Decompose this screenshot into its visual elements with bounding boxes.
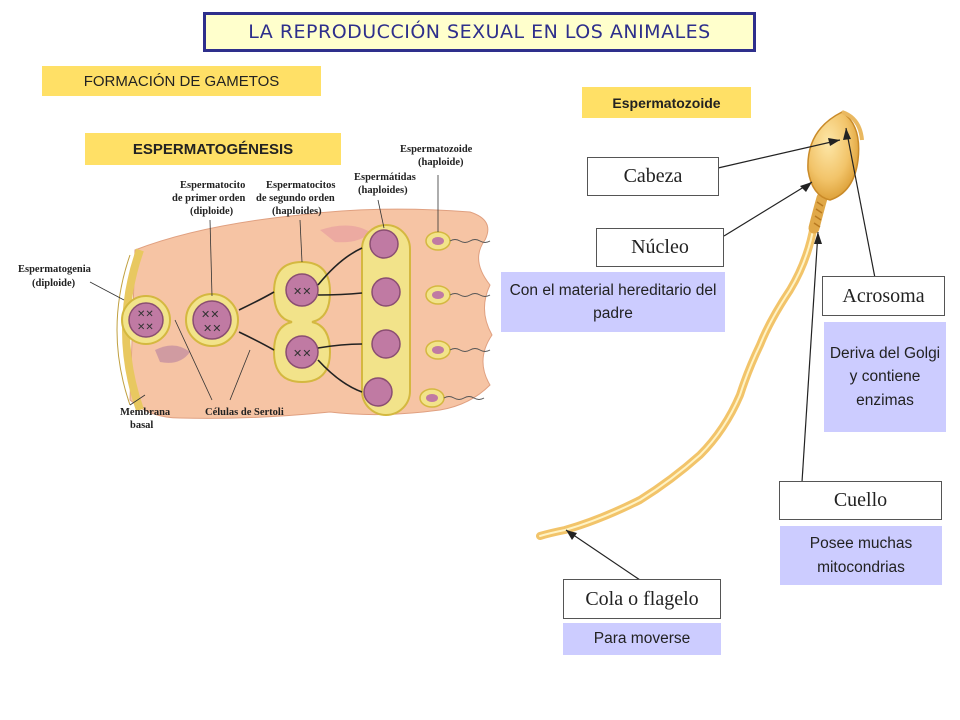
desc-nucleo: Con el material hereditario del padre <box>501 272 725 332</box>
sperm-neck <box>808 192 828 234</box>
desc-acrosoma: Deriva del Golgi y contiene enzimas <box>824 322 946 432</box>
svg-text:✕✕: ✕✕ <box>293 285 311 298</box>
desc-cola: Para moverse <box>563 623 721 655</box>
svg-text:✕✕: ✕✕ <box>203 322 221 335</box>
svg-text:✕✕: ✕✕ <box>293 347 311 360</box>
section-tag: FORMACIÓN DE GAMETOS <box>42 66 321 96</box>
label-cola: Cola o flagelo <box>563 579 721 619</box>
label-nucleo: Núcleo <box>596 228 724 267</box>
process-tag: ESPERMATOGÉNESIS <box>85 133 341 165</box>
label-espermatocito-primer-orden: Espermatocito de primer orden (diploide) <box>172 180 248 217</box>
label-espermatocitos-segundo-orden: Espermatocitos de segundo orden (haploid… <box>256 180 338 217</box>
svg-text:✕✕: ✕✕ <box>201 308 219 321</box>
page-title: LA REPRODUCCIÓN SEXUAL EN LOS ANIMALES <box>203 12 756 52</box>
label-espermatozoide: Espermatozoide (haploide) <box>400 144 475 168</box>
sperm-tag: Espermatozoide <box>582 87 751 118</box>
label-espermatogonia: Espermatogenia (diploide) <box>18 264 94 289</box>
label-cuello: Cuello <box>779 481 942 520</box>
svg-text:✕✕: ✕✕ <box>137 309 154 320</box>
svg-text:✕✕: ✕✕ <box>137 322 154 333</box>
label-acrosoma: Acrosoma <box>822 276 945 316</box>
label-cabeza: Cabeza <box>587 157 719 196</box>
label-membrana-basal: Membrana basal <box>120 407 173 431</box>
desc-cuello: Posee muchas mitocondrias <box>780 526 942 585</box>
label-celulas-sertoli: Células de Sertoli <box>205 407 284 418</box>
label-espermatidas: Espermátidas (haploides) <box>354 172 418 196</box>
